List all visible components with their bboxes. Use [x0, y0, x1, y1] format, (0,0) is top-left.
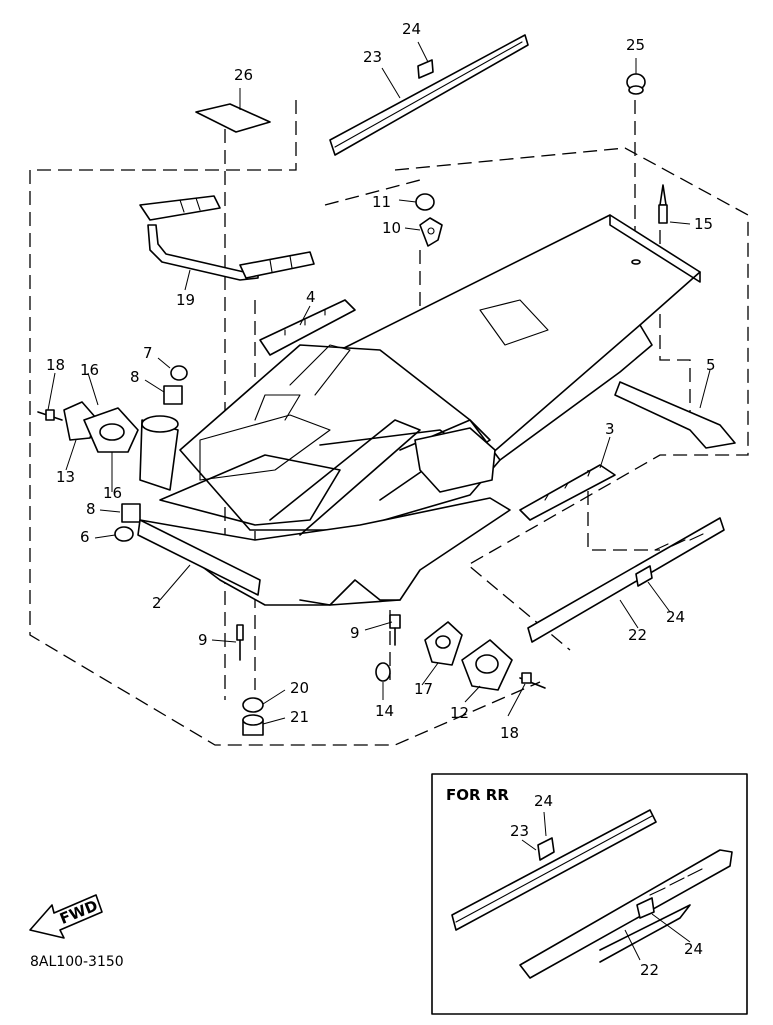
- fwd-label: FWD: [57, 897, 100, 928]
- part-19-handle: [139, 195, 315, 281]
- part-10-bracket: [419, 217, 443, 247]
- part-12-plate: [461, 639, 513, 691]
- callout-14: 14: [375, 702, 394, 720]
- callout-12: 12: [450, 704, 469, 722]
- fwd-arrow: FWD: [29, 894, 103, 939]
- callout-9: 9: [198, 631, 208, 649]
- part-26-pad: [195, 103, 271, 133]
- part-23-strip-top: [329, 34, 529, 156]
- part-5-bar: [614, 381, 736, 449]
- callout-22-inset: 22: [640, 961, 659, 979]
- part-15-stud: [658, 184, 668, 224]
- phantom-outline: [29, 100, 749, 746]
- part-9-bolt-right: [389, 614, 401, 646]
- inset-label: FOR RR: [446, 786, 509, 804]
- part-8-bushing-lower: [121, 503, 141, 523]
- part-3-bracket: [519, 464, 616, 521]
- callout-24: 24: [666, 608, 685, 626]
- callout-7: 7: [143, 344, 153, 362]
- part-8-bushing-upper: [163, 385, 183, 405]
- callout-23-inset: 23: [510, 822, 529, 840]
- part-17-plate: [424, 621, 463, 666]
- callout-16: 16: [80, 361, 99, 379]
- diagram-code: 8AL100-3150: [30, 954, 124, 970]
- part-11-nut: [415, 193, 435, 211]
- part-4-bracket: [259, 299, 356, 356]
- callout-18: 18: [500, 724, 519, 742]
- callout-20: 20: [290, 679, 309, 697]
- part-14-bushing: [375, 662, 391, 682]
- part-24-clip-mid: [635, 565, 653, 587]
- callout-2: 2: [152, 594, 162, 612]
- callout-5: 5: [706, 356, 716, 374]
- callout-8: 8: [130, 368, 140, 386]
- callout-6: 6: [80, 528, 90, 546]
- callout-22: 22: [628, 626, 647, 644]
- part-18-bolt-left: [37, 409, 63, 421]
- part-16-plate: [83, 407, 139, 453]
- callout-18: 18: [46, 356, 65, 374]
- part-18-bolt-right: [519, 672, 546, 689]
- callout-23: 23: [363, 48, 382, 66]
- part-22-strip: [527, 517, 725, 643]
- callout-26: 26: [234, 66, 253, 84]
- callout-16: 16: [103, 484, 122, 502]
- callout-21: 21: [290, 708, 309, 726]
- inset-for-rr: FOR RR: [431, 773, 748, 1015]
- callout-10: 10: [382, 219, 401, 237]
- part-24-clip-top: [417, 59, 434, 79]
- part-16-tube: [139, 415, 179, 491]
- callout-19: 19: [176, 291, 195, 309]
- callout-3: 3: [605, 420, 615, 438]
- part-25-cap: [626, 73, 646, 95]
- callout-8: 8: [86, 500, 96, 518]
- callout-4: 4: [306, 288, 316, 306]
- leader-lines: [47, 41, 711, 725]
- callout-17: 17: [414, 680, 433, 698]
- callout-25: 25: [626, 36, 645, 54]
- callout-13: 13: [56, 468, 75, 486]
- callout-24: 24: [402, 20, 421, 38]
- callout-9: 9: [350, 624, 360, 642]
- callout-11: 11: [372, 193, 391, 211]
- callout-24-inset: 24: [534, 792, 553, 810]
- part-7-bushing: [170, 365, 188, 381]
- part-9-bolt-left: [236, 624, 244, 661]
- callouts: 26 24 23 25 11 10 15 19 4 7 8 18 16 13 1…: [46, 20, 716, 979]
- part-20-washer: [242, 697, 264, 713]
- part-21-nut: [242, 714, 264, 736]
- callout-15: 15: [694, 215, 713, 233]
- part-2-rail: [137, 519, 261, 596]
- part-6-bushing: [114, 526, 134, 542]
- callout-24-inset-lower: 24: [684, 940, 703, 958]
